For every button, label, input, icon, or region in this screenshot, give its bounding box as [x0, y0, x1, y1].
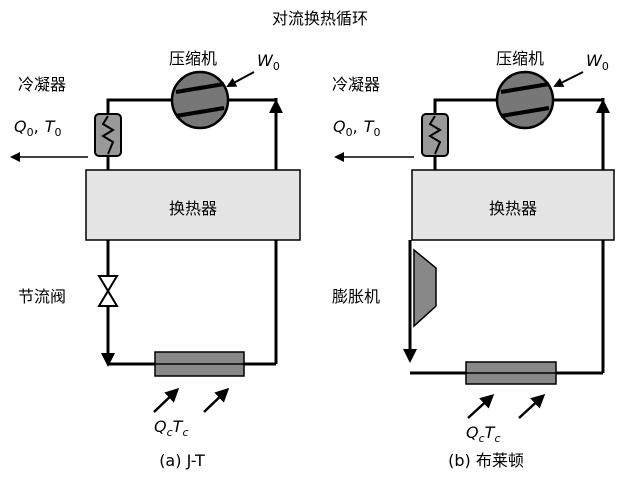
jt-heat-in-arrow-1 [153, 387, 180, 413]
jt-heat-exchanger [85, 169, 301, 241]
jt-heat-in-label: QcTc [154, 417, 189, 439]
brayton-condenser-label: 冷凝器 [332, 75, 380, 94]
brayton-pipe-top-right [553, 98, 605, 102]
brayton-heat-in-label: QcTc [466, 423, 501, 445]
jt-heat-exchanger-label: 换热器 [169, 199, 217, 218]
brayton-work-label: W0 [586, 51, 609, 73]
brayton-compressor-label: 压缩机 [496, 49, 544, 68]
brayton-heat-exchanger-label: 换热器 [489, 199, 537, 218]
brayton-heat-in-arrow-1 [467, 393, 495, 419]
jt-compressor-label: 压缩机 [169, 49, 217, 68]
jt-valve-label: 节流阀 [18, 287, 66, 306]
brayton-pipe-top [433, 98, 497, 114]
diagram-title: 对流换热循环 [272, 9, 368, 28]
jt-pipe-top-right [228, 98, 278, 102]
brayton-heat-in-arrow-2 [518, 393, 546, 419]
jt-caption: (a) J-T [159, 451, 205, 470]
jt-pipe-top [106, 98, 172, 114]
jt-evaporator [154, 351, 245, 377]
jt-work-label: W0 [257, 51, 280, 73]
brayton-compressor-icon [495, 70, 555, 130]
jt-compressor-icon [170, 70, 230, 130]
brayton-caption: (b) 布莱顿 [448, 451, 524, 470]
jt-work-arrow [226, 71, 255, 87]
brayton-cycle: 压缩机 W0 冷凝器 Q0,T0 换热器 膨胀机 QcTc (b) 布莱顿 [332, 49, 615, 470]
brayton-heat-out-label: Q0,T0 [333, 117, 380, 139]
brayton-expander-label: 膨胀机 [332, 287, 380, 306]
jt-condenser-label: 冷凝器 [18, 75, 66, 94]
brayton-work-arrow [553, 71, 584, 87]
brayton-evaporator [465, 361, 557, 385]
brayton-heat-exchanger [411, 169, 615, 241]
jt-heat-out-label: Q0,T0 [14, 117, 61, 139]
jt-cycle: 压缩机 W0 冷凝器 Q0,T0 换热器 节流阀 QcTc [10, 49, 301, 470]
brayton-expander-icon [413, 248, 437, 328]
jt-heat-in-arrow-2 [203, 387, 230, 413]
jt-throttle-valve-icon [97, 275, 119, 307]
jt-condenser-icon [94, 113, 122, 157]
brayton-condenser-icon [421, 113, 449, 157]
